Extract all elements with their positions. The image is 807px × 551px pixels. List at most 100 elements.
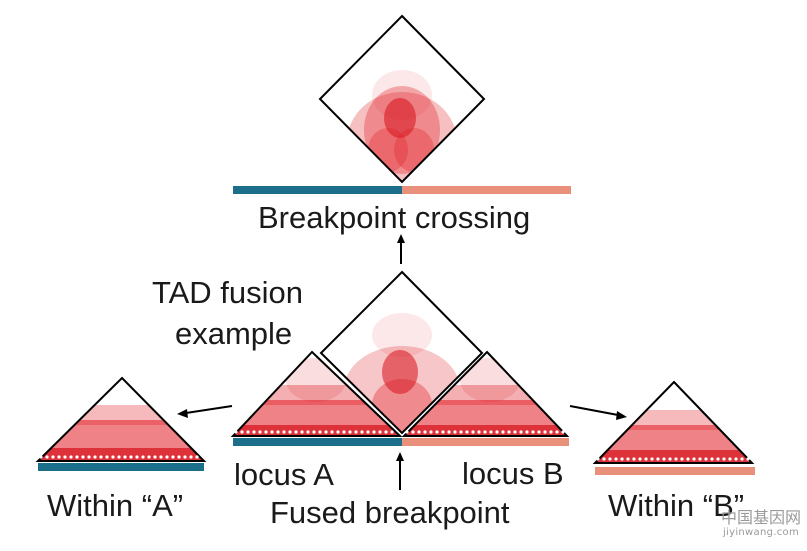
diagonal-dot [405, 430, 409, 434]
diagonal-dot [429, 430, 433, 434]
diagonal-dot [602, 457, 606, 461]
within-b-diagonal [596, 457, 750, 461]
diagonal-dot [734, 457, 738, 461]
top-bar-locus-b [402, 186, 571, 194]
diagonal-dot [252, 430, 256, 434]
diagonal-dot [390, 430, 394, 434]
locus-a-outline [230, 350, 403, 437]
locus-b-outline [401, 350, 570, 437]
diagonal-dot [318, 430, 322, 434]
breakpoint-crossing-label: Breakpoint crossing [258, 200, 531, 235]
diagonal-dot [81, 455, 85, 459]
diagonal-dot [650, 457, 654, 461]
diagonal-dot [543, 430, 547, 434]
diagonal-dot [662, 457, 666, 461]
diagonal-dot [728, 457, 732, 461]
diagonal-dot [264, 430, 268, 434]
diagonal-dot [716, 457, 720, 461]
diagonal-dot [105, 455, 109, 459]
diagonal-dot [372, 430, 376, 434]
diagonal-dot [189, 455, 193, 459]
diagonal-dot [276, 430, 280, 434]
within-a-label: Within “A” [47, 488, 184, 523]
locus-b-diagonal [405, 430, 565, 434]
diagonal-dot [258, 430, 262, 434]
diagonal-dot [330, 430, 334, 434]
diagonal-dot [366, 430, 370, 434]
diagonal-dot [620, 457, 624, 461]
diagonal-dot [596, 457, 600, 461]
diagonal-dot [495, 430, 499, 434]
arrow-to-within-a [177, 405, 233, 418]
fused-breakpoint-label: Fused breakpoint [270, 495, 510, 530]
diagonal-dot [710, 457, 714, 461]
diagonal-dot [342, 430, 346, 434]
diagonal-dot [354, 430, 358, 434]
diagonal-dot [656, 457, 660, 461]
diagonal-dot [668, 457, 672, 461]
arrow-to-within-b [569, 405, 627, 420]
diagonal-dot [447, 430, 451, 434]
top-diamond-outline [318, 14, 486, 184]
diagonal-dot [525, 430, 529, 434]
diagonal-dot [288, 430, 292, 434]
diagonal-dot [453, 430, 457, 434]
diagonal-dot [270, 430, 274, 434]
diagonal-dot [129, 455, 133, 459]
arrow-fused-breakpoint [396, 452, 404, 490]
watermark: 中国基因网 jiyinwang.com [721, 509, 801, 538]
diagonal-dot [234, 430, 238, 434]
diagonal-dot [360, 430, 364, 434]
top-heatmap [318, 14, 486, 184]
diagonal-dot [195, 455, 199, 459]
diagonal-dot [692, 457, 696, 461]
diagonal-dot [336, 430, 340, 434]
diagonal-dot [531, 430, 535, 434]
within-b-heatmap [592, 380, 755, 464]
diagonal-dot [384, 430, 388, 434]
diagonal-dot [123, 455, 127, 459]
diagonal-dot [39, 455, 43, 459]
diagonal-dot [698, 457, 702, 461]
diagonal-dot [99, 455, 103, 459]
diagonal-dot [69, 455, 73, 459]
locus-a-heatmap [230, 350, 403, 437]
diagonal-dot [417, 430, 421, 434]
diagonal-dot [704, 457, 708, 461]
watermark-url: jiyinwang.com [722, 527, 799, 538]
diagonal-dot [608, 457, 612, 461]
diagonal-dot [312, 430, 316, 434]
bar-locus-b [402, 438, 569, 446]
center-diamond-outline [319, 270, 484, 435]
diagonal-dot [117, 455, 121, 459]
diagonal-dot [561, 430, 565, 434]
diagonal-dot [489, 430, 493, 434]
diagonal-dot [300, 430, 304, 434]
tad-fusion-label: TAD fusion [152, 275, 304, 310]
diagonal-dot [626, 457, 630, 461]
diagonal-dot [183, 455, 187, 459]
diagonal-dot [680, 457, 684, 461]
locus-b-label: locus B [462, 456, 564, 491]
diagonal-dot [411, 430, 415, 434]
diagonal-dot [135, 455, 139, 459]
diagonal-dot [177, 455, 181, 459]
diagonal-dot [513, 430, 517, 434]
top-bar-locus-a [233, 186, 402, 194]
diagonal-dot [282, 430, 286, 434]
bar-locus-a [233, 438, 402, 446]
diagonal-dot [519, 430, 523, 434]
diagonal-dot [141, 455, 145, 459]
diagonal-dot [147, 455, 151, 459]
diagonal-dot [171, 455, 175, 459]
diagonal-dot [459, 430, 463, 434]
diagonal-dot [638, 457, 642, 461]
diagonal-dot [471, 430, 475, 434]
diagonal-dot [153, 455, 157, 459]
diagonal-dot [722, 457, 726, 461]
within-a-diagonal [39, 455, 199, 459]
within-a-heatmap [35, 376, 207, 462]
diagonal-dot [423, 430, 427, 434]
diagonal-dot [159, 455, 163, 459]
